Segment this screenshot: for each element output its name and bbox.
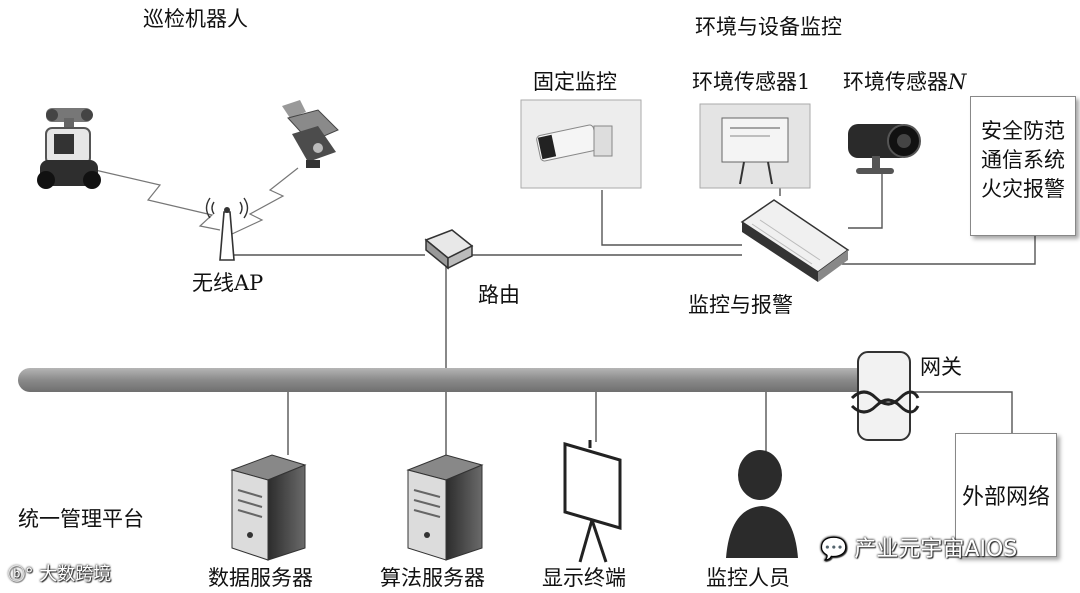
wireless-signal-lines xyxy=(94,167,299,235)
fixed-camera-icon xyxy=(520,99,642,189)
data-server-icon xyxy=(230,454,307,561)
sensor-1-icon xyxy=(699,103,811,189)
alarm-switch-icon xyxy=(740,199,850,282)
inspection-robot-icon xyxy=(37,108,101,189)
label-gateway: 网关 xyxy=(920,355,962,379)
sensor-n-icon xyxy=(848,124,921,174)
label-platform: 统一管理平台 xyxy=(18,507,144,531)
watermark-bottom-left-text: 大数跨境 xyxy=(39,564,112,585)
label-algo-server: 算法服务器 xyxy=(380,566,485,590)
watermark-bottom-left: ⓑ° 大数跨境 xyxy=(8,560,111,586)
label-sensor-n: 环境传感器N xyxy=(843,70,966,94)
label-data-server: 数据服务器 xyxy=(208,566,313,590)
label-display: 显示终端 xyxy=(542,566,626,590)
watermark-bottom-right-text: 产业元宇宙AIOS xyxy=(854,537,1018,562)
algorithm-server-icon xyxy=(406,454,484,561)
wechat-bubble-icon: 💬 xyxy=(820,537,848,562)
network-bus xyxy=(18,368,898,392)
gateway-icon xyxy=(850,351,920,441)
label-personnel: 监控人员 xyxy=(706,566,790,590)
personnel-icon xyxy=(726,450,798,558)
security-line-1: 安全防范 xyxy=(981,119,1065,143)
security-line-3: 火灾报警 xyxy=(981,177,1065,201)
label-router: 路由 xyxy=(478,283,520,307)
label-wireless-ap: 无线AP xyxy=(192,271,264,295)
label-patrol-robot: 巡检机器人 xyxy=(143,7,248,31)
security-system-box: 安全防范 通信系统 火灾报警 xyxy=(970,96,1076,236)
connection-lines xyxy=(232,172,1036,455)
rail-robot-icon xyxy=(282,100,339,168)
watermark-bottom-right: 💬 产业元宇宙AIOS xyxy=(820,531,1017,563)
external-network-box: 外部网络 xyxy=(955,433,1057,557)
router-icon xyxy=(424,229,474,270)
label-fixed-monitor: 固定监控 xyxy=(533,70,617,94)
label-sensor-n-suffix: N xyxy=(948,70,967,94)
wireless-ap-icon xyxy=(205,197,249,261)
label-env-monitor: 环境与设备监控 xyxy=(695,15,842,39)
label-sensor-n-prefix: 环境传感器 xyxy=(843,70,948,94)
label-monitor-alarm: 监控与报警 xyxy=(688,293,793,317)
display-terminal-icon xyxy=(563,440,622,563)
wechat-logo-icon: ⓑ° xyxy=(8,565,34,585)
security-line-2: 通信系统 xyxy=(981,148,1065,172)
label-sensor-1: 环境传感器1 xyxy=(692,70,811,94)
label-external-network: 外部网络 xyxy=(961,485,1050,510)
